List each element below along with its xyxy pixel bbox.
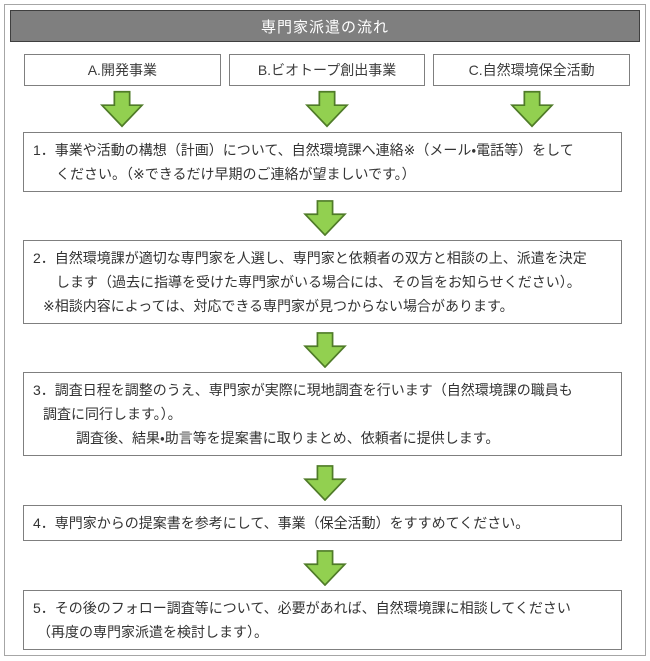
down-arrow-icon — [100, 90, 145, 128]
category-label: B.ビオトープ創出事業 — [257, 62, 397, 78]
step-text-line: 調査に同行します。）。 — [43, 406, 182, 422]
category-box-biotope: B.ビオトープ創出事業 — [228, 54, 426, 86]
arrow-cell — [433, 90, 630, 128]
diagram-title: 専門家派遣の流れ — [260, 18, 389, 36]
step-box-5: 5．その後のフォロー調査等について、必要があれば、自然環境課に相談してください … — [23, 590, 622, 650]
down-arrow-icon — [303, 332, 347, 368]
step-text-line: 4．専門家からの提案書を参考にして、事業（保全活動）をすすめてください。 — [33, 515, 530, 531]
down-arrow-icon — [303, 465, 347, 501]
step-text-line: ※相談内容によっては、対応できる専門家が見つからない場合があります。 — [43, 298, 514, 314]
step-text-line: 1．事業や活動の構想（計画）について、自然環境課へ連絡※（メール・電話等）をして — [33, 142, 574, 158]
step-text-line: 5．その後のフォロー調査等について、必要があれば、自然環境課に相談してください — [33, 600, 571, 616]
arrow-cell — [24, 90, 221, 128]
step-box-1: 1．事業や活動の構想（計画）について、自然環境課へ連絡※（メール・電話等）をして… — [23, 132, 622, 192]
step-box-4: 4．専門家からの提案書を参考にして、事業（保全活動）をすすめてください。 — [23, 505, 622, 541]
down-arrow-icon — [305, 90, 349, 128]
step-text-line: 2．自然環境課が適切な専門家を人選し、専門家と依頼者の双方と相談の上、派遣を決定 — [33, 250, 587, 266]
step-text-line: （再度の専門家派遣を検討します）。 — [37, 624, 268, 640]
step-box-3: 3．調査日程を調整のうえ、専門家が実際に現地調査を行います（自然環境課の職員も … — [23, 372, 622, 456]
diagram-frame: 専門家派遣の流れ A.開発事業 B.ビオトープ創出事業 C.自然環境保全活動 — [4, 4, 646, 656]
arrow-cell — [229, 90, 426, 128]
flow-arrow-row — [5, 200, 645, 236]
step-text-line: 3．調査日程を調整のうえ、専門家が実際に現地調査を行います（自然環境課の職員も — [33, 382, 573, 398]
step-text-line: します（過去に指導を受けた専門家がいる場合には、その旨をお知らせください）。 — [56, 274, 581, 290]
top-arrow-row — [24, 90, 630, 128]
step-box-2: 2．自然環境課が適切な専門家を人選し、専門家と依頼者の双方と相談の上、派遣を決定… — [23, 240, 622, 324]
category-row: A.開発事業 B.ビオトープ創出事業 C.自然環境保全活動 — [24, 54, 631, 86]
category-box-development: A.開発事業 — [24, 54, 221, 86]
category-label: A.開発事業 — [87, 62, 157, 78]
flow-arrow-row — [5, 550, 645, 586]
down-arrow-icon — [509, 90, 554, 128]
category-label: C.自然環境保全活動 — [468, 62, 595, 78]
category-box-conservation: C.自然環境保全活動 — [433, 54, 631, 86]
down-arrow-icon — [303, 550, 347, 586]
diagram-title-bar: 専門家派遣の流れ — [10, 10, 640, 42]
down-arrow-icon — [303, 200, 347, 236]
step-text-line: ください。（※できるだけ早期のご連絡が望ましいです。） — [56, 166, 416, 182]
flow-arrow-row — [5, 465, 645, 501]
flow-arrow-row — [5, 332, 645, 368]
step-text-line: 調査後、結果・助言等を提案書に取りまとめ、依頼者に提供します。 — [76, 430, 500, 446]
